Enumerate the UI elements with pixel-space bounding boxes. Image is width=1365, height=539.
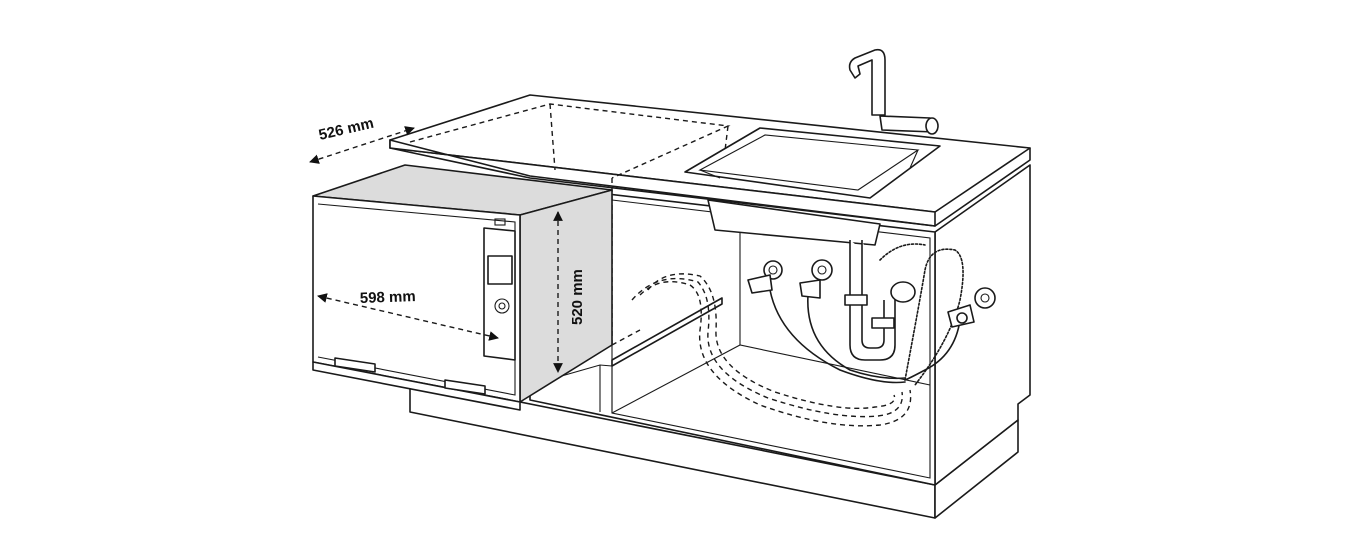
sink-basin xyxy=(684,127,941,246)
dimension-width: 598 mm xyxy=(317,288,499,341)
depth-label: 526 mm xyxy=(317,115,375,144)
water-valve-icon xyxy=(747,259,996,328)
display-panel xyxy=(487,255,513,285)
dishwasher xyxy=(312,164,613,411)
sink-cabinet xyxy=(529,164,1031,486)
height-label: 520 mm xyxy=(569,269,586,325)
width-label: 598 mm xyxy=(360,288,416,307)
faucet-icon xyxy=(848,48,939,135)
drain-siphon xyxy=(844,240,916,361)
dishwasher-hose-dashed xyxy=(631,273,912,427)
hose-line xyxy=(769,243,964,386)
dimension-height: 520 mm xyxy=(553,211,586,373)
